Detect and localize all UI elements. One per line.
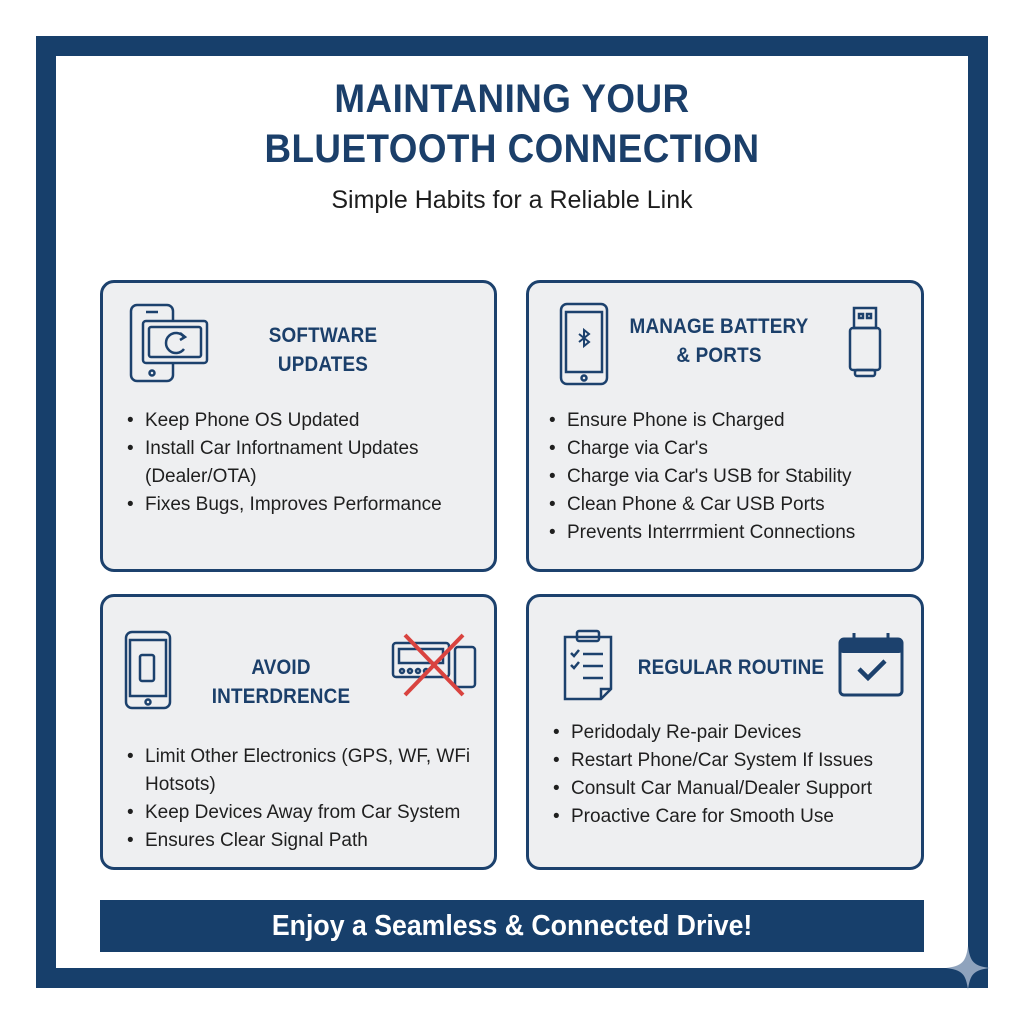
phone-bluetooth-icon: [559, 302, 609, 386]
list-item: Charge via Car's: [549, 435, 909, 463]
bullet-list: Peridodaly Re-pair Devices Restart Phone…: [553, 719, 903, 831]
page-subtitle: Simple Habits for a Reliable Link: [331, 186, 693, 214]
card-avoid-interference: AVOID INTERDRENCE Limit Other Electronic…: [100, 594, 497, 870]
bullet-list: Ensure Phone is Charged Charge via Car's…: [549, 407, 909, 547]
footer-banner: Enjoy a Seamless & Connected Drive!: [100, 900, 924, 952]
list-item: Ensures Clear Signal Path: [127, 827, 472, 855]
card-title: MANAGE BATTERY & PORTS: [629, 315, 809, 367]
list-item: Consult Car Manual/Dealer Support: [553, 775, 903, 803]
page-title: MAINTANING YOUR BLUETOOTH CONNECTION: [41, 74, 983, 174]
list-item: Clean Phone & Car USB Ports: [549, 491, 909, 519]
list-item: Keep Devices Away from Car System: [127, 799, 472, 827]
clipboard-checklist-icon: [563, 629, 613, 701]
car-radio-crossed-icon: [391, 633, 477, 697]
list-item: Restart Phone/Car System If Issues: [553, 747, 903, 775]
card-manage-battery: MANAGE BATTERY & PORTS Ensure Phone is C…: [526, 280, 924, 572]
card-title: AVOID INTERDRENCE: [211, 656, 351, 708]
list-item: Limit Other Electronics (GPS, WF, WFi Ho…: [127, 743, 472, 799]
list-item: Proactive Care for Smooth Use: [553, 803, 903, 831]
sparkle-icon: [946, 946, 990, 990]
bullet-list: Keep Phone OS Updated Install Car Infort…: [127, 407, 477, 519]
list-item: Fixes Bugs, Improves Performance: [127, 491, 477, 519]
list-item: Peridodaly Re-pair Devices: [553, 719, 903, 747]
title-line-1: MAINTANING YOUR: [334, 77, 690, 121]
list-item: Ensure Phone is Charged: [549, 407, 909, 435]
card-title: REGULAR ROUTINE: [637, 656, 825, 679]
list-item: Prevents Interrrmient Connections: [549, 519, 909, 547]
list-item: Keep Phone OS Updated: [127, 407, 477, 435]
usb-stick-icon: [848, 306, 882, 378]
card-title: SOFTWARE UPDATES: [268, 324, 378, 376]
title-line-2: BLUETOOTH CONNECTION: [264, 127, 760, 171]
card-software-updates: SOFTWARE UPDATES Keep Phone OS Updated I…: [100, 280, 497, 572]
footer-banner-text: Enjoy a Seamless & Connected Drive!: [271, 910, 753, 942]
card-regular-routine: REGULAR ROUTINE Peridodaly Re-pair Devic…: [526, 594, 924, 870]
list-item: Charge via Car's USB for Stability: [549, 463, 909, 491]
calendar-check-icon: [838, 633, 904, 697]
phone-icon: [124, 630, 172, 710]
bullet-list: Limit Other Electronics (GPS, WF, WFi Ho…: [127, 743, 472, 855]
list-item: Install Car Infortnament Updates (Dealer…: [127, 435, 477, 491]
phone-refresh-icon: [129, 303, 209, 383]
